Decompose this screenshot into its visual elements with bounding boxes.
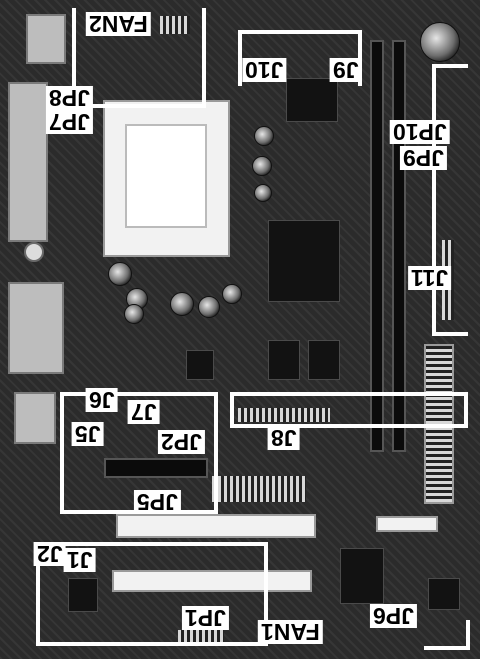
label-j10: J10 bbox=[242, 57, 287, 83]
audio-chip bbox=[68, 578, 98, 612]
label-jp6: JP6 bbox=[370, 603, 417, 629]
label-j2: J2 bbox=[34, 541, 66, 567]
cpu-region-frame bbox=[72, 8, 206, 108]
label-j5: J5 bbox=[72, 421, 104, 447]
capacitor bbox=[252, 156, 272, 176]
label-fan1: FAN1 bbox=[258, 619, 323, 645]
label-j1: J1 bbox=[64, 547, 96, 573]
bios-chip bbox=[428, 578, 460, 610]
parallel-port bbox=[8, 82, 48, 242]
label-j7: J7 bbox=[128, 399, 160, 425]
memory-chip bbox=[268, 340, 300, 380]
jp1-header bbox=[178, 630, 224, 642]
cpu-socket-cavity bbox=[125, 124, 207, 228]
northbridge-chip bbox=[268, 220, 340, 302]
pci-slot bbox=[112, 570, 312, 592]
capacitor bbox=[124, 304, 144, 324]
capacitor bbox=[254, 184, 272, 202]
serial-port bbox=[8, 282, 64, 374]
clock-chip bbox=[286, 78, 338, 122]
dimm-slot bbox=[370, 40, 384, 452]
label-jp2: JP2 bbox=[158, 429, 205, 455]
dimm-slot bbox=[392, 40, 406, 452]
southbridge-chip bbox=[340, 548, 384, 604]
usb-port-stack bbox=[26, 14, 66, 64]
pci-slot bbox=[116, 514, 316, 538]
label-jp5: JP5 bbox=[134, 489, 181, 515]
label-j9: J9 bbox=[330, 57, 362, 83]
jp6-frame bbox=[424, 620, 470, 650]
bottom-left-frame bbox=[36, 542, 268, 646]
capacitor bbox=[222, 284, 242, 304]
fan2-header bbox=[160, 16, 190, 34]
capacitor bbox=[254, 126, 274, 146]
j8-header bbox=[238, 408, 330, 422]
label-fan2: FAN2 bbox=[86, 11, 151, 37]
memory-chip bbox=[308, 340, 340, 380]
audio-ports bbox=[14, 392, 56, 444]
label-jp1: JP1 bbox=[182, 605, 229, 631]
mount-hole bbox=[24, 242, 44, 262]
label-jp7: JP7 bbox=[46, 109, 93, 135]
label-jp9: JP9 bbox=[400, 145, 447, 171]
io-chip bbox=[186, 350, 214, 380]
label-j11: J11 bbox=[408, 265, 452, 291]
label-jp8: JP8 bbox=[46, 85, 93, 111]
label-jp10: JP10 bbox=[390, 119, 450, 145]
label-j6: J6 bbox=[86, 387, 118, 413]
capacitor bbox=[108, 262, 132, 286]
jp10-jp9-j11-frame bbox=[432, 64, 468, 336]
capacitor bbox=[198, 296, 220, 318]
power-connector bbox=[212, 476, 306, 502]
amr-slot bbox=[376, 516, 438, 532]
label-j8: J8 bbox=[268, 425, 300, 451]
j8-frame bbox=[230, 392, 468, 428]
capacitor bbox=[170, 292, 194, 316]
pcie-slot bbox=[104, 458, 208, 478]
capacitor bbox=[420, 22, 460, 62]
cpu-socket bbox=[103, 100, 230, 257]
